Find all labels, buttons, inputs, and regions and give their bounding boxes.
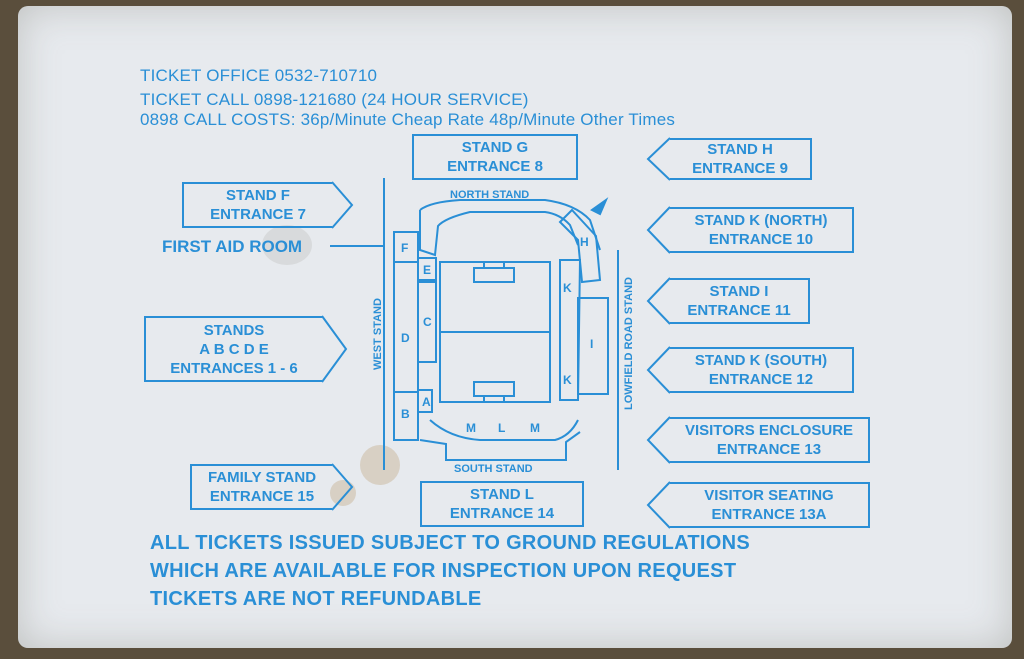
ticket (18, 6, 1012, 648)
stand-l-box: STAND L ENTRANCE 14 (420, 481, 584, 527)
south-stand-label: SOUTH STAND (454, 463, 533, 475)
call-costs-line: 0898 CALL COSTS: 36p/Minute Cheap Rate 4… (140, 110, 676, 129)
family-stand-label: FAMILY STAND (207, 469, 317, 486)
stand-f-box: STAND F ENTRANCE 7 (182, 182, 332, 228)
visitors-enclosure-box: VISITORS ENCLOSURE ENTRANCE 13 (670, 417, 870, 463)
stands-abcde-box: STANDS A B C D E ENTRANCES 1 - 6 (144, 316, 322, 382)
stand-i-box: STAND I ENTRANCE 11 (670, 278, 810, 324)
entrance-9-label: ENTRANCE 9 (692, 160, 788, 177)
letter-k-north: K (563, 281, 572, 295)
stand-f-label: STAND F (226, 187, 290, 204)
entrance-7-label: ENTRANCE 7 (210, 206, 306, 223)
regulations-line: ALL TICKETS ISSUED SUBJECT TO GROUND REG… (150, 532, 750, 554)
stands-label: STANDS (203, 321, 265, 339)
ticket-office-line: TICKET OFFICE 0532-710710 (140, 66, 378, 85)
letter-m-right: M (530, 421, 540, 435)
stand-i-label: STAND I (709, 283, 769, 300)
stand-k-north-box: STAND K (NORTH) ENTRANCE 10 (670, 207, 854, 253)
letter-c: C (423, 315, 432, 329)
entrance-14-label: ENTRANCE 14 (449, 505, 555, 522)
entrance-10-label: ENTRANCE 10 (708, 231, 814, 248)
letter-b: B (401, 407, 410, 421)
north-stand-label: NORTH STAND (450, 189, 529, 201)
visitors-enclosure-label: VISITORS ENCLOSURE (684, 422, 854, 439)
letter-d: D (401, 331, 410, 345)
visitor-seating-box: VISITOR SEATING ENTRANCE 13A (670, 482, 870, 528)
entrance-11-label: ENTRANCE 11 (687, 302, 791, 319)
first-aid-label: FIRST AID ROOM (162, 237, 303, 256)
stand-k-south-box: STAND K (SOUTH) ENTRANCE 12 (670, 347, 854, 393)
letter-e: E (423, 263, 431, 277)
entrance-8-label: ENTRANCE 8 (447, 158, 543, 175)
entrances-1-6-label: ENTRANCES 1 - 6 (170, 359, 298, 377)
stand-h-box: STAND H ENTRANCE 9 (670, 138, 812, 180)
stand-g-box: STAND G ENTRANCE 8 (412, 134, 578, 180)
entrance-15-label: ENTRANCE 15 (209, 488, 315, 505)
stain (360, 445, 400, 485)
stand-h-label: STAND H (707, 141, 773, 158)
east-stand-label: LOWFIELD ROAD STAND (623, 277, 635, 410)
stain (330, 480, 356, 506)
entrance-13-label: ENTRANCE 13 (716, 441, 822, 458)
stand-g-label: STAND G (461, 139, 529, 156)
letter-k-south: K (563, 373, 572, 387)
stand-k-north-label: STAND K (NORTH) (694, 212, 828, 229)
stand-l-label: STAND L (470, 486, 534, 503)
entrance-12-label: ENTRANCE 12 (708, 371, 814, 388)
visitor-seating-label: VISITOR SEATING (704, 487, 834, 504)
not-refundable-line: TICKETS ARE NOT REFUNDABLE (150, 588, 482, 610)
entrance-13a-label: ENTRANCE 13A (711, 506, 827, 523)
family-stand-box: FAMILY STAND ENTRANCE 15 (190, 464, 332, 510)
letter-a: A (422, 395, 431, 409)
letter-m-left: M (466, 421, 476, 435)
ticket-call-line: TICKET CALL 0898-121680 (24 HOUR SERVICE… (140, 90, 529, 109)
inspection-line: WHICH ARE AVAILABLE FOR INSPECTION UPON … (150, 560, 737, 582)
letter-l: L (498, 421, 505, 435)
letter-h: H (580, 235, 589, 249)
west-stand-label: WEST STAND (372, 298, 384, 370)
stain (262, 225, 312, 265)
stands-letters-label: A B C D E (199, 340, 269, 358)
letter-f: F (401, 241, 408, 255)
stand-k-south-label: STAND K (SOUTH) (694, 352, 828, 369)
letter-i: I (590, 337, 593, 351)
